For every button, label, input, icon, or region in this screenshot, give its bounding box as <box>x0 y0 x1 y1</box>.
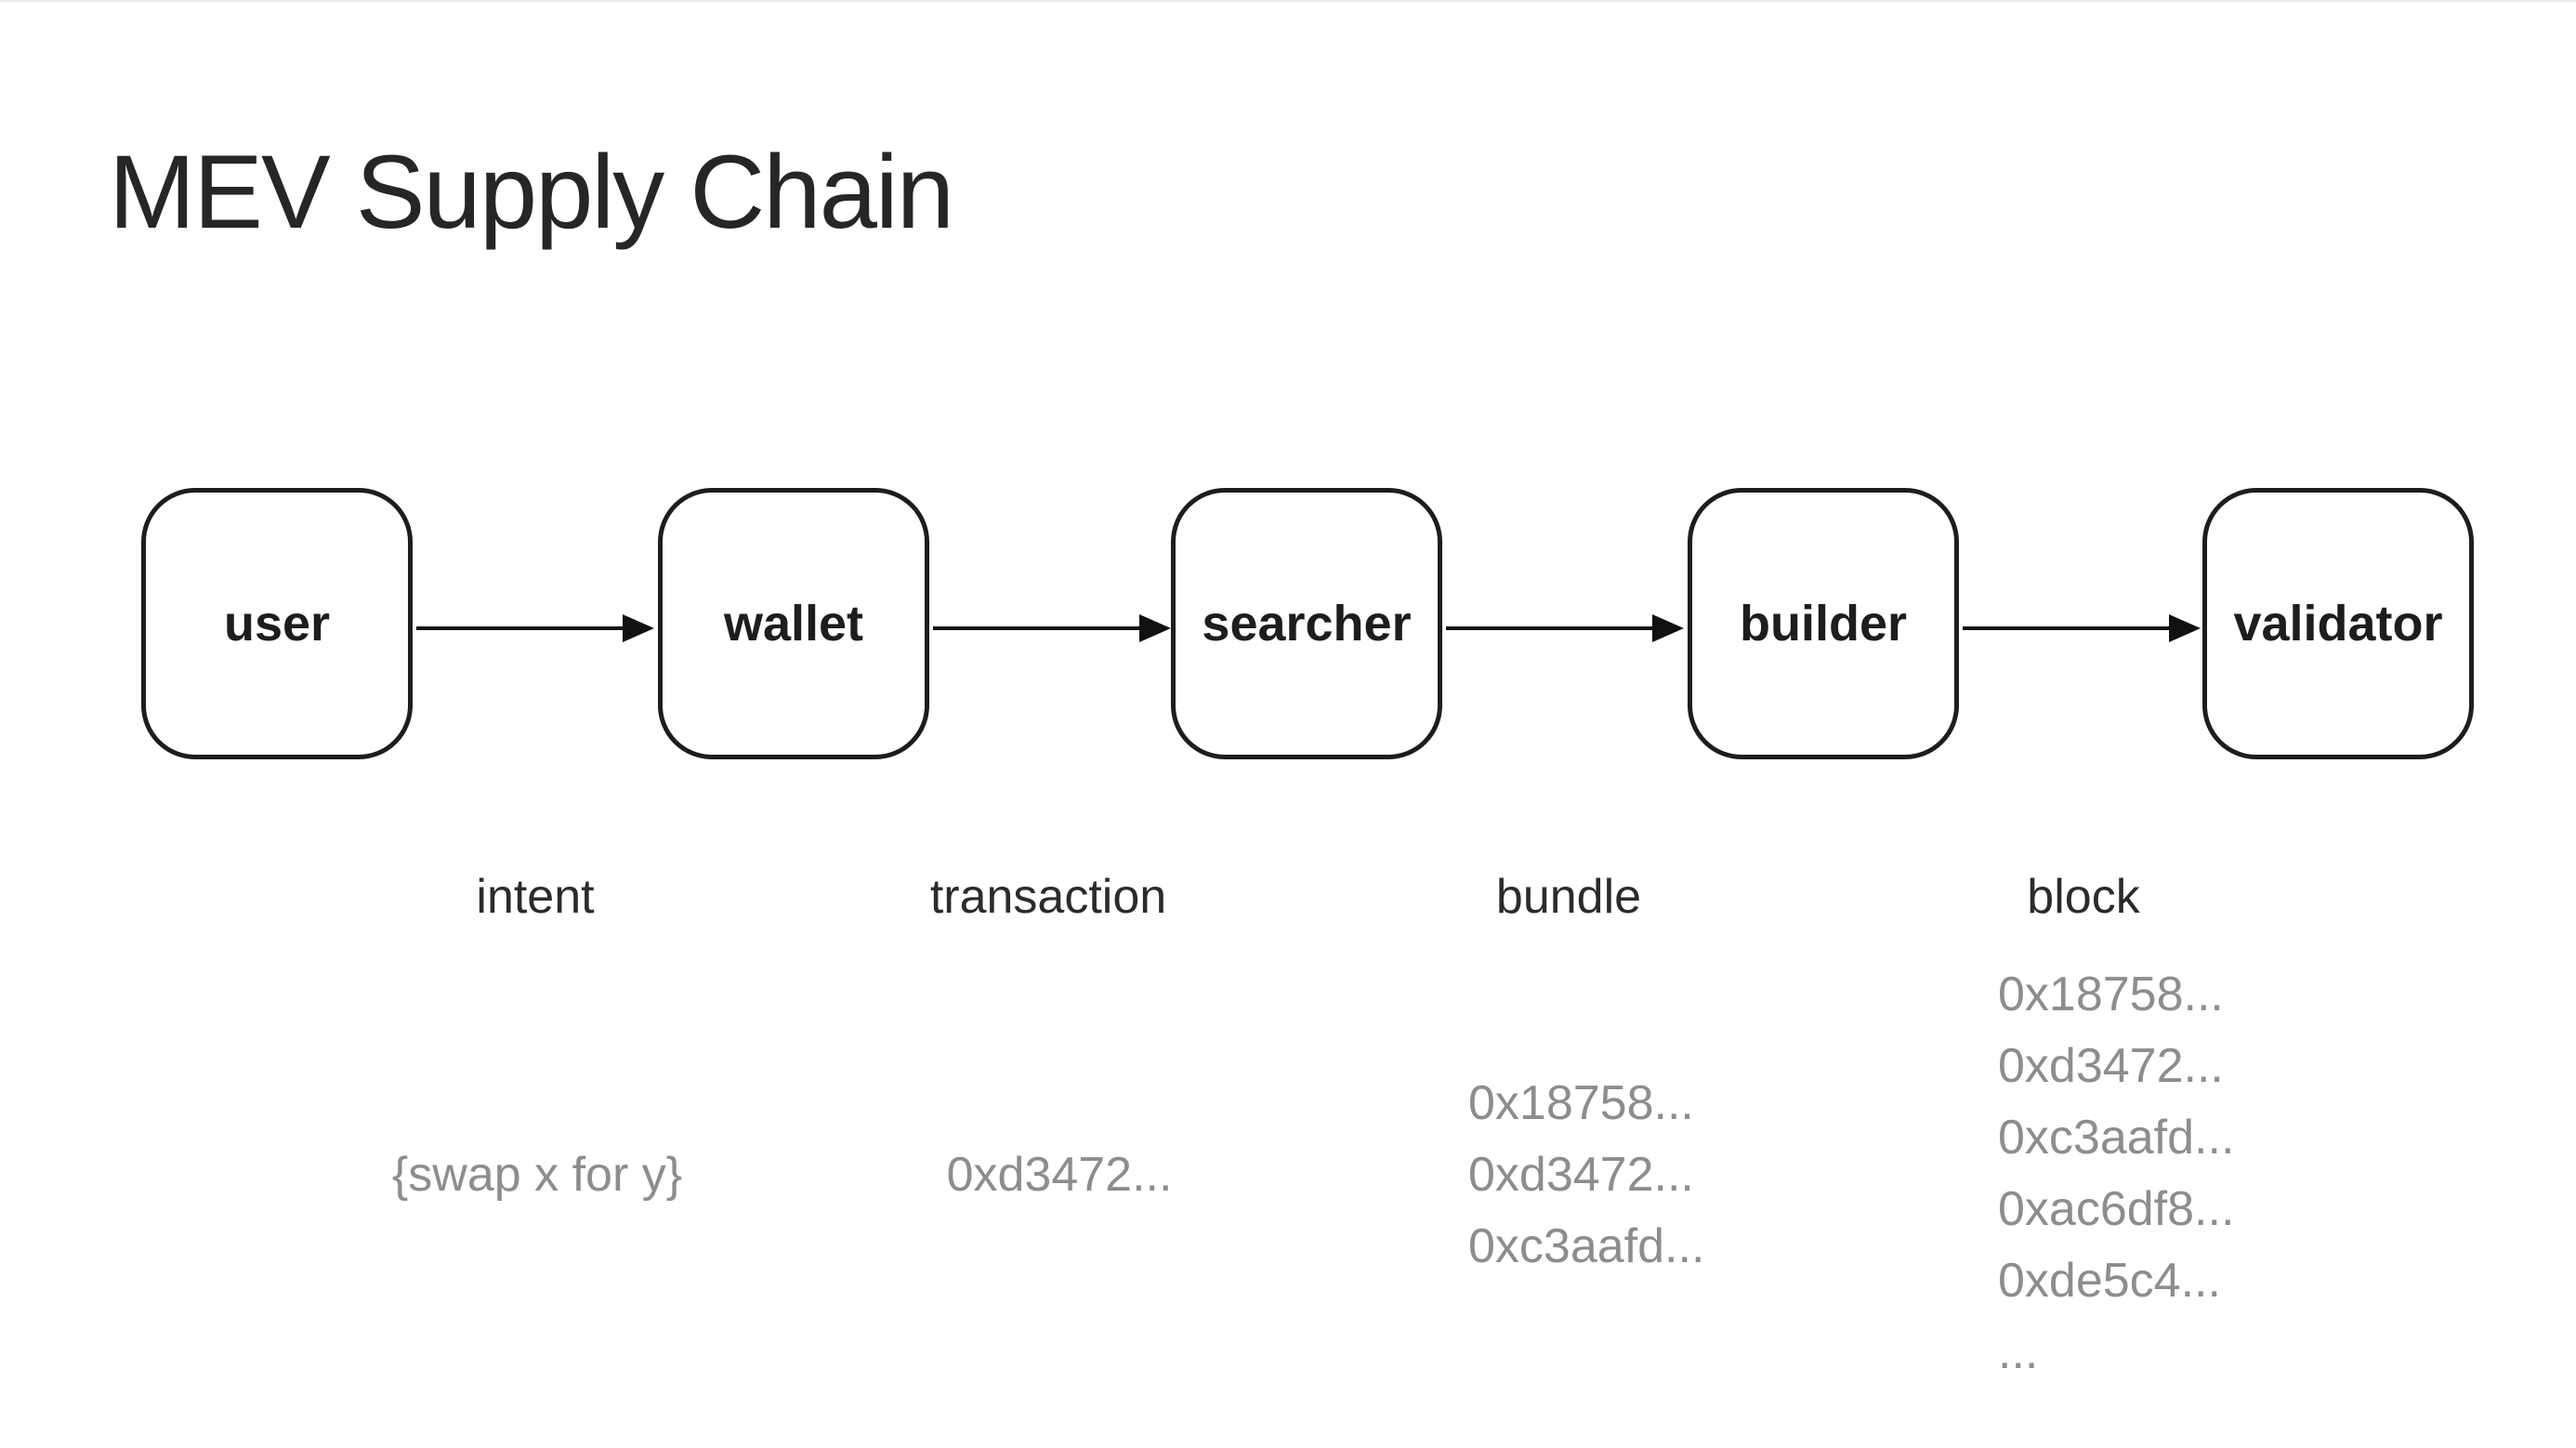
edge-label-intent: intent <box>476 870 595 924</box>
arrow-line <box>933 626 1139 630</box>
example-line: 0x18758... <box>1468 1076 1694 1130</box>
example-line: 0xde5c4... <box>1998 1254 2221 1308</box>
node-builder: builder <box>1688 488 1959 759</box>
arrow-searcher-builder <box>1446 614 1684 642</box>
example-line: 0xd3472... <box>946 1148 1173 1202</box>
arrow-line <box>1963 626 2169 630</box>
example-line: 0xd3472... <box>1468 1148 1694 1202</box>
example-line: 0xc3aafd... <box>1468 1219 1705 1273</box>
example-line: 0x18758... <box>1998 968 2224 1021</box>
node-user: user <box>141 488 413 759</box>
example-line: 0xd3472... <box>1998 1039 2224 1093</box>
edge-example-transaction: 0xd3472... <box>947 1139 1173 1211</box>
example-line: {swap x for y} <box>391 1148 683 1202</box>
node-searcher: searcher <box>1171 488 1442 759</box>
node-searcher-label: searcher <box>1202 596 1412 652</box>
arrowhead-icon <box>623 614 654 642</box>
arrow-line <box>1446 626 1652 630</box>
node-builder-label: builder <box>1739 596 1907 652</box>
edge-label-block: block <box>2027 870 2140 924</box>
edge-example-block: 0x18758... 0xd3472... 0xc3aafd... 0xac6d… <box>1998 959 2234 1389</box>
edge-example-intent: {swap x for y} <box>392 1139 682 1211</box>
arrow-line <box>416 626 623 630</box>
arrowhead-icon <box>1652 614 1684 642</box>
page-title: MEV Supply Chain <box>109 134 954 250</box>
node-wallet-label: wallet <box>723 596 864 652</box>
arrowhead-icon <box>1139 614 1171 642</box>
arrow-wallet-searcher <box>933 614 1171 642</box>
example-line: ... <box>1998 1325 2039 1379</box>
arrow-user-wallet <box>416 614 654 642</box>
example-line: 0xc3aafd... <box>1998 1111 2235 1165</box>
edge-label-transaction: transaction <box>929 870 1167 924</box>
top-edge-divider <box>0 0 2576 2</box>
example-line: 0xac6df8... <box>1998 1182 2235 1236</box>
node-user-label: user <box>223 596 331 652</box>
edge-example-bundle: 0x18758... 0xd3472... 0xc3aafd... <box>1468 1068 1704 1283</box>
node-validator-label: validator <box>2233 596 2443 652</box>
arrowhead-icon <box>2169 614 2201 642</box>
node-validator: validator <box>2202 488 2474 759</box>
arrow-builder-validator <box>1963 614 2201 642</box>
edge-label-bundle: bundle <box>1495 870 1642 924</box>
node-wallet: wallet <box>658 488 929 759</box>
